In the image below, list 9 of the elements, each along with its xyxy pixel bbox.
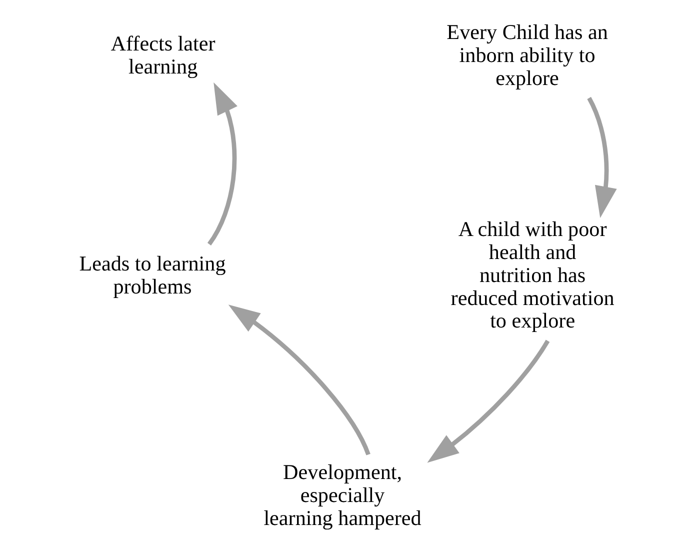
- node-text: Development, especially learning hampered: [263, 460, 421, 530]
- node-text: Every Child has an inborn ability to explore: [446, 20, 608, 90]
- arrow: [228, 304, 370, 456]
- arrow: [206, 82, 237, 246]
- node-text: A child with poor health and nutrition has reduced motivation to explore: [450, 217, 614, 333]
- arrow: [586, 96, 616, 218]
- node-text: Affects later learning: [110, 32, 215, 78]
- arrow: [426, 340, 550, 463]
- node-text: Leads to learning problems: [78, 252, 226, 298]
